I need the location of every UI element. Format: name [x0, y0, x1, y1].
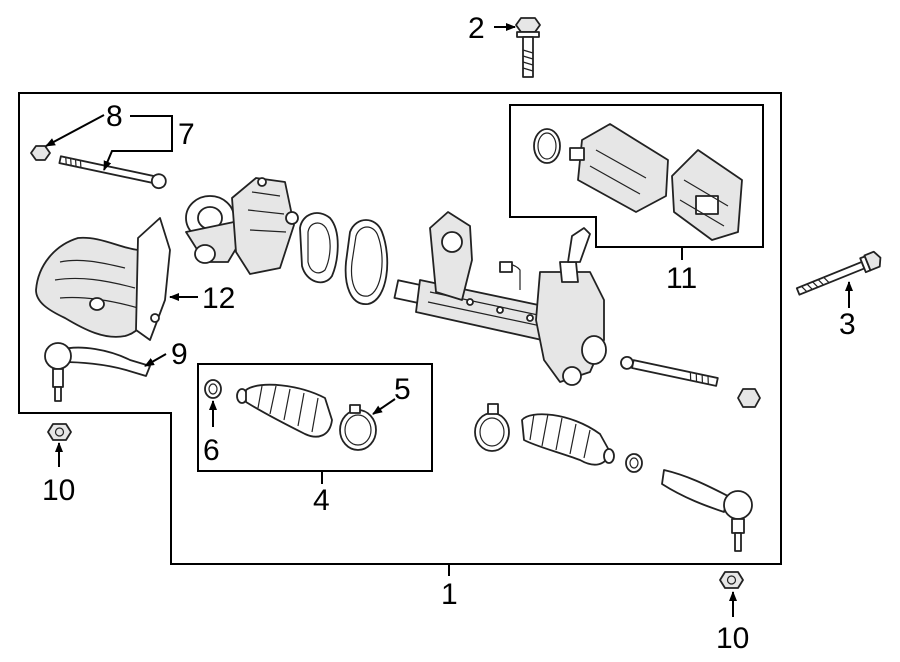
inner-tie-rod-right-part — [620, 355, 719, 387]
jam-nut-right-part — [737, 388, 761, 408]
callout-10-right: 10 — [716, 622, 749, 655]
callout-7: 7 — [178, 118, 195, 151]
clamp-right-large-part — [474, 403, 510, 452]
leader-5 — [372, 398, 396, 415]
bolt-2-part — [515, 17, 541, 78]
clamp-5-part — [339, 404, 377, 451]
callout-12: 12 — [202, 282, 235, 315]
bolt-3-part — [795, 250, 882, 296]
callout-10-left: 10 — [42, 474, 75, 507]
nut-8-part — [30, 145, 51, 161]
callout-11: 11 — [666, 262, 697, 295]
belt-loop-part — [344, 219, 389, 305]
motor-housing-part — [185, 177, 299, 275]
leader-8 — [45, 114, 105, 147]
nut-10-right-part — [719, 571, 744, 589]
assembly-1-boundary — [18, 92, 782, 565]
nut-10-left-part — [47, 423, 72, 441]
callout-1: 1 — [441, 578, 458, 611]
callout-6: 6 — [203, 434, 220, 467]
inner-tie-rod-7-part — [58, 155, 167, 190]
boot-kit-4-box — [197, 363, 433, 472]
callout-8: 8 — [106, 100, 123, 133]
drive-belt-inner — [307, 222, 331, 274]
clamp-6-part — [204, 379, 222, 399]
tie-rod-end-right-part — [661, 469, 753, 552]
belt-loop-inner — [350, 226, 383, 297]
boot-left-part — [236, 383, 333, 438]
callout-2: 2 — [468, 12, 485, 45]
callout-4: 4 — [313, 484, 330, 517]
callout-9: 9 — [171, 338, 188, 371]
clamp-right-small-part — [625, 453, 643, 473]
leader-7 — [103, 115, 173, 171]
steering-gear-rack-part — [393, 211, 607, 386]
leader-9 — [144, 353, 167, 367]
heat-shield-12-part — [35, 217, 171, 341]
callout-5: 5 — [394, 373, 411, 406]
callout-3: 3 — [839, 308, 856, 341]
boot-right-part — [521, 413, 615, 466]
control-module-11-part — [533, 123, 743, 241]
module-kit-11-box — [509, 104, 764, 248]
tie-rod-end-9-left-part — [44, 342, 151, 402]
